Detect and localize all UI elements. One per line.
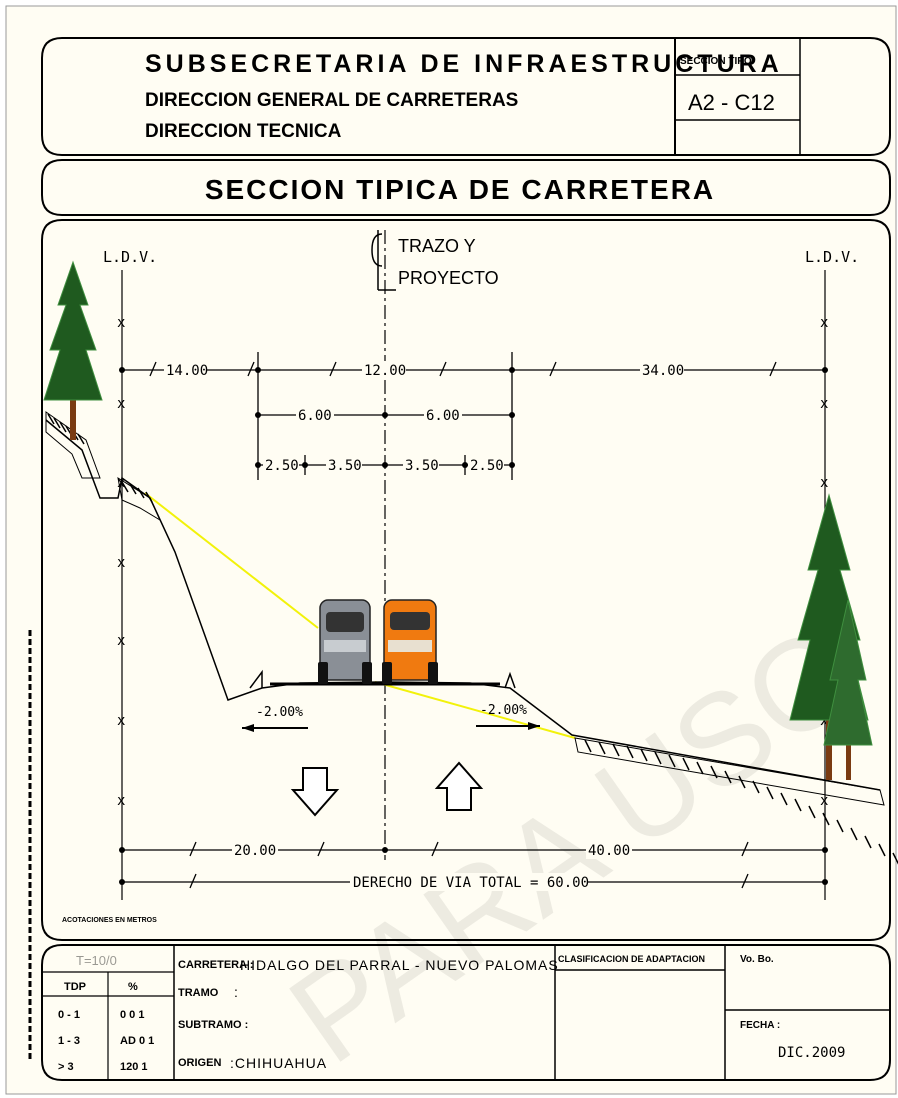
carretera-label: CARRETERA : <box>178 959 253 971</box>
header-line-3: DIRECCION TECNICA <box>145 121 342 142</box>
fecha-value: DIC.2009 <box>778 1045 845 1061</box>
section-type-label: SECCION TIPO <box>680 56 752 67</box>
svg-text:x: x <box>117 633 125 649</box>
svg-text:x: x <box>820 713 828 729</box>
svg-text:x: x <box>117 555 125 571</box>
up-arrow-icon <box>434 761 484 811</box>
table-row-1-col-2: 0 0 1 <box>120 1009 144 1021</box>
dim-row-total: DERECHO DE VIA TOTAL = 60.00 <box>353 875 589 891</box>
ldv-left-label: L.D.V. <box>103 248 157 266</box>
table-row-2-col-2: AD 0 1 <box>120 1035 154 1047</box>
axis-label-2: PROYECTO <box>398 268 499 288</box>
svg-text:x: x <box>117 396 125 412</box>
svg-text:x: x <box>117 315 125 331</box>
down-arrow-icon <box>290 767 340 817</box>
car-left-icon <box>318 599 372 684</box>
origen-label: ORIGEN <box>178 1057 221 1069</box>
slope-indicators: -2.00% -2.00% <box>242 703 540 732</box>
side-notes: ACOTACIONES EN METROS <box>28 630 157 1060</box>
units-note: ACOTACIONES EN METROS <box>62 917 157 924</box>
table-row-3-col-1: > 3 <box>58 1061 74 1073</box>
table-header-1: TDP <box>64 981 86 993</box>
dim-lane-left: 3.50 <box>328 458 362 474</box>
section-type-value: A2 - C12 <box>688 90 775 115</box>
axis-label-1: TRAZO Y <box>398 236 476 256</box>
drawing-frame <box>41 219 891 941</box>
table-row-1-col-1: 0 - 1 <box>58 1009 80 1021</box>
title-block: T=10/0 TDP % 0 - 1 0 0 1 1 - 3 AD 0 1 > … <box>41 944 891 1081</box>
header-line-1: SUBSECRETARIA DE INFRAESTRUCTURA <box>145 50 783 78</box>
slope-left-label: -2.00% <box>256 705 303 720</box>
tdpa-label: T=10/0 <box>76 953 117 968</box>
tramo-label: TRAMO <box>178 987 219 999</box>
svg-text:x: x <box>820 315 828 331</box>
dim-shoulder-left: 2.50 <box>265 458 299 474</box>
table-row-2-col-1: 1 - 3 <box>58 1035 80 1047</box>
tramo-value: : <box>234 984 238 1000</box>
vobo-label: Vo. Bo. <box>740 954 774 965</box>
carretera-value: HIDALGO DEL PARRAL - NUEVO PALOMAS <box>240 957 559 973</box>
svg-text:x: x <box>820 793 828 809</box>
terrain <box>45 411 898 865</box>
table-header-2: % <box>128 981 138 993</box>
title-bar: SECCION TIPICA DE CARRETERA <box>41 159 891 216</box>
car-right-icon <box>382 599 438 684</box>
dim-row-right: 40.00 <box>588 843 630 859</box>
dim-crown: 12.00 <box>364 363 406 379</box>
header-block: SUBSECRETARIA DE INFRAESTRUCTURA DIRECCI… <box>41 37 891 156</box>
tree-left-icon <box>43 260 103 440</box>
dim-half-left: 6.00 <box>298 408 332 424</box>
center-axis: TRAZO Y PROYECTO <box>371 230 499 860</box>
dim-half-right: 6.00 <box>426 408 460 424</box>
svg-text:x: x <box>117 713 125 729</box>
dim-lane-right: 3.50 <box>405 458 439 474</box>
clasificacion-label: CLASIFICACION DE ADAPTACION <box>558 954 705 964</box>
paper-sheet <box>5 5 897 1095</box>
dim-row-left: 20.00 <box>234 843 276 859</box>
dim-left-offset: 14.00 <box>166 363 208 379</box>
dim-shoulder-right: 2.50 <box>470 458 504 474</box>
svg-text:x: x <box>820 396 828 412</box>
svg-text:x: x <box>820 475 828 491</box>
slope-right-label: -2.00% <box>480 703 527 718</box>
origen-value: :CHIHUAHUA <box>230 1055 327 1071</box>
ldv-right-label: L.D.V. <box>805 248 859 266</box>
table-row-3-col-2: 120 1 <box>120 1061 148 1073</box>
svg-text:x: x <box>117 793 125 809</box>
header-line-2: DIRECCION GENERAL DE CARRETERAS <box>145 90 518 111</box>
drawing-title: SECCION TIPICA DE CARRETERA <box>205 174 715 205</box>
dim-right-offset: 34.00 <box>642 363 684 379</box>
fecha-label: FECHA : <box>740 1020 780 1031</box>
subtramo-label: SUBTRAMO : <box>178 1019 248 1031</box>
dimension-ticks <box>119 367 828 885</box>
tree-right-icon <box>789 493 873 780</box>
